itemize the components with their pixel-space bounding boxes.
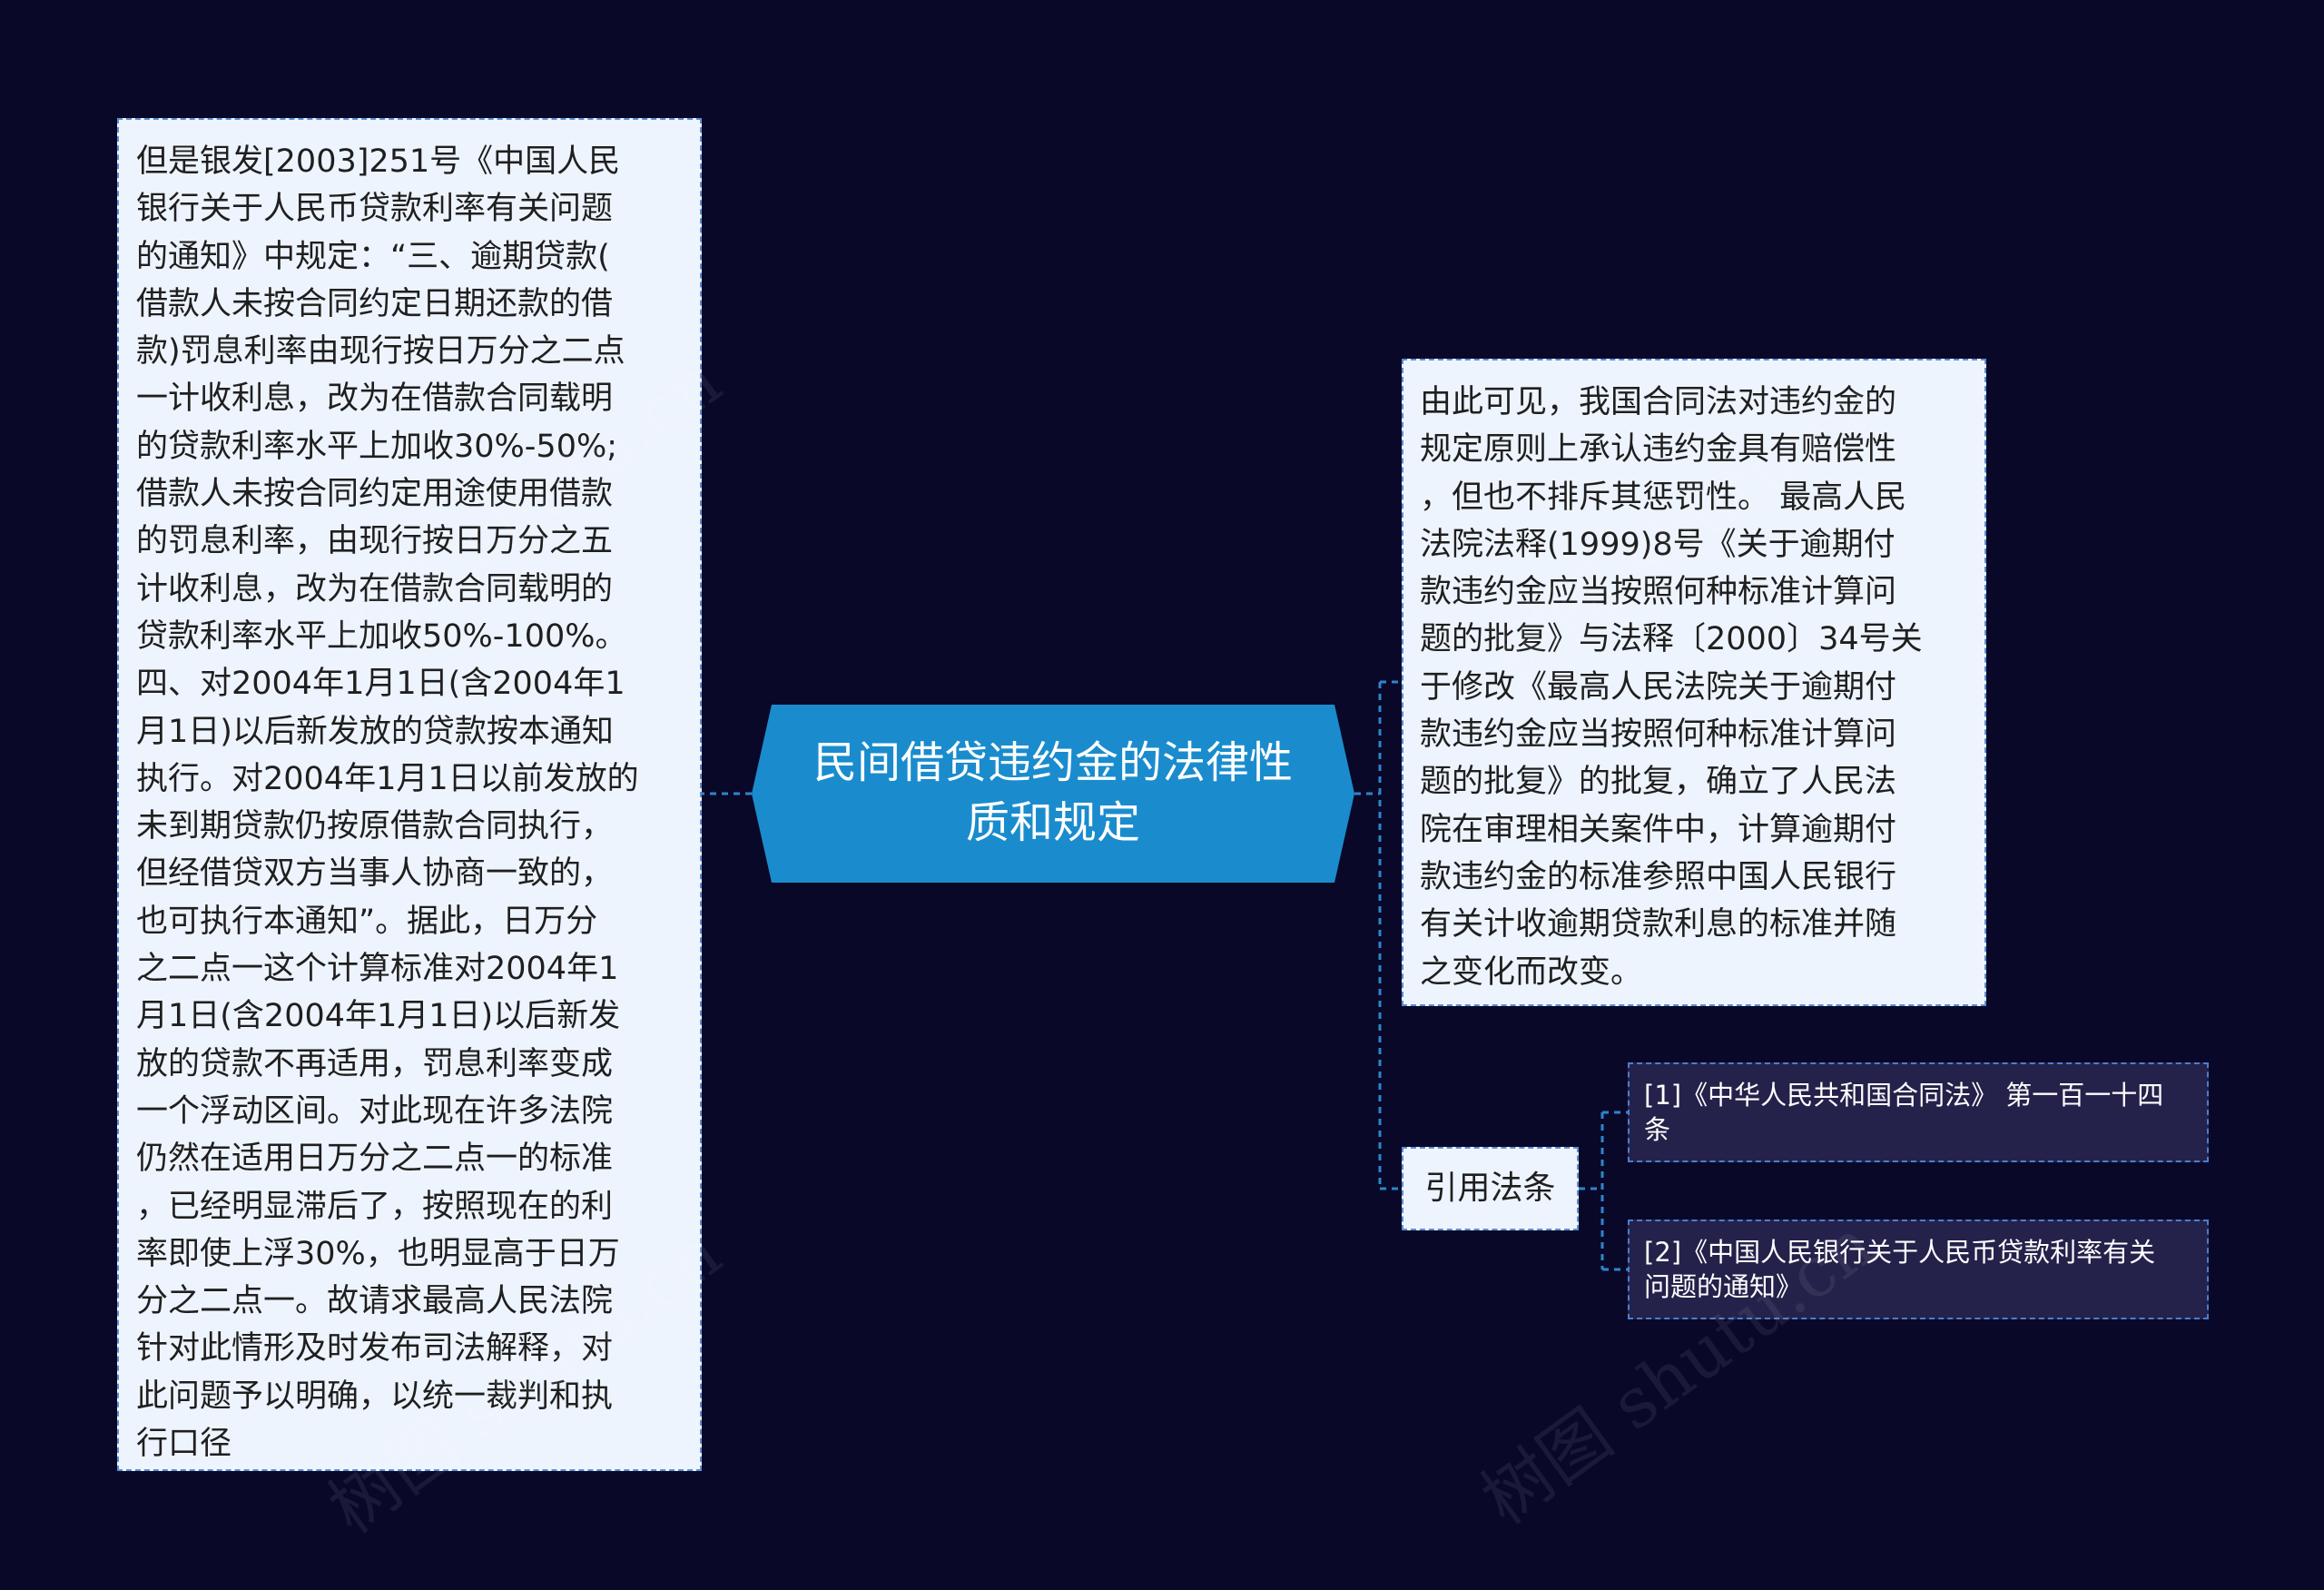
- citation-node[interactable]: 引用法条: [1402, 1147, 1579, 1230]
- central-topic-node[interactable]: 民间借贷违约金的法律性 质和规定: [752, 705, 1354, 883]
- left-text-node[interactable]: 但是银发[2003]251号《中国人民 银行关于人民币贷款利率有关问题 的通知》…: [117, 118, 702, 1471]
- right-text: 由此可见，我国合同法对违约金的 规定原则上承认违约金具有赔偿性 ，但也不排斥其惩…: [1420, 384, 1923, 991]
- reference-text-1: [1]《中华人民共和国合同法》 第一百一十四 条: [1644, 1080, 2164, 1145]
- central-topic-shape: [752, 705, 1354, 883]
- citation-label: 引用法条: [1424, 1170, 1556, 1207]
- reference-text-2: [2]《中国人民银行关于人民币贷款利率有关 问题的通知》: [1644, 1237, 2156, 1302]
- right-text-node[interactable]: 由此可见，我国合同法对违约金的 规定原则上承认违约金具有赔偿性 ，但也不排斥其惩…: [1402, 359, 1986, 1006]
- reference-node-2[interactable]: [2]《中国人民银行关于人民币贷款利率有关 问题的通知》: [1628, 1220, 2209, 1319]
- left-text: 但是银发[2003]251号《中国人民 银行关于人民币贷款利率有关问题 的通知》…: [136, 143, 639, 1463]
- reference-node-1[interactable]: [1]《中华人民共和国合同法》 第一百一十四 条: [1628, 1062, 2209, 1162]
- central-topic-title: 民间借贷违约金的法律性 质和规定: [812, 737, 1293, 848]
